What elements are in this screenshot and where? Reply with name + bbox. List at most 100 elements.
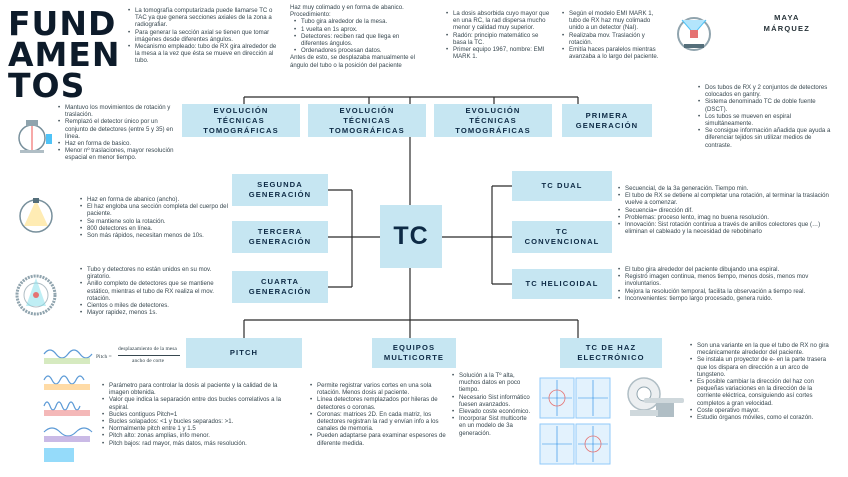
- paragraph: Procedimiento:: [290, 11, 331, 19]
- title-line-2: AMEN: [8, 35, 121, 74]
- bullet: Normalmente pitch entre 1 y 1.5: [102, 425, 292, 432]
- center-label: TC: [393, 222, 429, 250]
- bullet: Es posible cambiar la dirección del haz …: [690, 378, 834, 407]
- bullet: Tubo gira alrededor de la mesa.: [294, 18, 426, 25]
- bullet: El tubo de RX se detiene al completar un…: [618, 192, 830, 206]
- bullet: Mayor rapidez, menos 1s.: [80, 309, 228, 316]
- text-haz-electronico: Son una variante en la que el tubo de RX…: [690, 342, 834, 421]
- node-label: EQUIPOS: [392, 343, 436, 352]
- text-tc-convencional: Secuencial, de la 3a generación. Tiempo …: [618, 185, 830, 235]
- bullet: Mejora la resolución temporal, facilita …: [618, 288, 832, 295]
- bullet: 1 vuelta en 1s aprox.: [294, 26, 426, 33]
- bullet: Parámetro para controlar la dosis al pac…: [102, 382, 292, 396]
- bullet: Estudio órganos móviles, como el corazón…: [690, 414, 834, 421]
- scanner-illustration: [18, 120, 52, 153]
- bullet: Coronas: matrices 2D. En cada matriz, lo…: [310, 411, 446, 433]
- node-label: PITCH: [229, 348, 259, 357]
- bullet: Remplazó el detector único por un conjun…: [58, 118, 174, 140]
- node-label: CUARTA: [260, 277, 300, 286]
- node-tc-helicoidal: TC HELICOIDAL: [512, 269, 612, 299]
- pitch-formula: Pitch = desplazamiento de la mesa ancho …: [96, 344, 182, 370]
- text-primera-generacion: Según el modelo EMI MARK 1, tubo de RX h…: [562, 10, 664, 60]
- bullet: Se instala un proyector de e- en la part…: [690, 356, 834, 378]
- node-tc-convencional: TC CONVENCIONAL: [512, 221, 612, 253]
- bullet: Registró imagen continua, menos tiempo, …: [618, 273, 832, 287]
- bullet: Tubo y detectores no están unidos en su …: [80, 266, 228, 280]
- bullet: Se consigue información añadida que ayud…: [698, 127, 834, 149]
- node-label: EVOLUCIÓN: [339, 105, 395, 115]
- bullet: Detectores: reciben rad que llega en dif…: [294, 33, 426, 47]
- bullet: Menor nº traslaciones, mayor resolución …: [58, 147, 174, 161]
- bullet: Elevado coste económico.: [452, 408, 532, 415]
- node-primera-generacion: PRIMERA GENERACIÓN: [562, 104, 652, 137]
- node-cuarta-generacion: CUARTA GENERACIÓN: [232, 271, 328, 303]
- node-label: TOMOGRÁFICAS: [203, 125, 279, 135]
- bullet: Coste operativo mayor.: [690, 407, 834, 414]
- title-line-3: TOS: [8, 66, 86, 105]
- node-equipos-multicorte: EQUIPOS MULTICORTE: [372, 338, 456, 368]
- text-evolucion-1: La tomografía computarizada puede llamar…: [128, 7, 280, 65]
- node-label: SEGUNDA: [257, 180, 303, 189]
- node-label: TÉCNICAS: [343, 115, 391, 125]
- bullet: Son una variante en la que el tubo de RX…: [690, 342, 834, 356]
- node-evolucion-1: EVOLUCIÓN TÉCNICAS TOMOGRÁFICAS: [182, 104, 300, 137]
- bullet: Solución a la Tº alta, muchos datos en p…: [452, 372, 532, 394]
- bullet: Se mantiene solo la rotación.: [80, 218, 230, 225]
- text-tercera-generacion: Haz en forma de abanico (ancho). El haz …: [80, 196, 230, 239]
- bullet: Secuencial, de la 3a generación. Tiempo …: [618, 185, 830, 192]
- detector-ring-icon: [19, 198, 53, 233]
- bullet: La dosis absorbida cuyo mayor que en una…: [446, 10, 552, 32]
- bullet: Valor que indica la separación entre dos…: [102, 396, 292, 410]
- text-multicorte-left: Permite registrar varios cortes en una s…: [310, 382, 446, 447]
- text-pitch: Parámetro para controlar la dosis al pac…: [102, 382, 292, 447]
- author-first: MAYA: [774, 13, 800, 22]
- bullet: Los tubos se mueven en espiral simultáne…: [698, 113, 834, 127]
- node-label: TC DE HAZ: [585, 343, 637, 352]
- bullet: Primer equipo 1967, nombre: EMI MARK 1.: [446, 46, 552, 60]
- bullet: Ordenadores procesan datos.: [294, 47, 426, 54]
- bullet: Son más rápidos, necesitan menos de 10s.: [80, 232, 230, 239]
- text-multicorte-right: Solución a la Tº alta, muchos datos en p…: [452, 372, 532, 437]
- formula-divider: [118, 355, 180, 356]
- text-tc-helicoidal: El tubo gira alrededor del paciente dibu…: [618, 266, 832, 302]
- node-label: CONVENCIONAL: [524, 237, 600, 246]
- bullet: Permite registrar varios cortes en una s…: [310, 382, 446, 396]
- bullet: Bucles solapados: <1 y bucles separados:…: [102, 418, 292, 425]
- gantry-diagram-icon: [677, 17, 711, 51]
- bullet: Anillo completo de detectores que se man…: [80, 280, 228, 302]
- paragraph: Antes de esto, se desplazaba manualmente…: [290, 54, 416, 69]
- bullet: Incorporar Sist multicorte en un modelo …: [452, 415, 532, 437]
- bullet: Secuencia= dirección dif.: [618, 207, 830, 214]
- bullet: El tubo gira alrededor del paciente dibu…: [618, 266, 832, 273]
- node-pitch: PITCH: [186, 338, 302, 368]
- node-label: GENERACIÓN: [575, 120, 639, 130]
- formula-denominator: ancho de corte: [132, 358, 165, 364]
- center-node-tc: TC: [380, 205, 442, 268]
- bullet: Pitch bajos: rad mayor, más datos, más r…: [102, 440, 292, 447]
- bullet: Emitía haces paralelos mientras avanzaba…: [562, 46, 664, 60]
- node-evolucion-2: EVOLUCIÓN TÉCNICAS TOMOGRÁFICAS: [308, 104, 426, 137]
- ct-scanner-machine-icon: [627, 377, 684, 417]
- bullet: Inconvenientes: tiempo largo procesado, …: [618, 295, 832, 302]
- node-label: TERCERA: [257, 227, 303, 236]
- bullet: La tomografía computarizada puede llamar…: [128, 7, 280, 29]
- text-evolucion-2: Haz muy colimado y en forma de abanico. …: [290, 4, 426, 69]
- text-cuarta-generacion: Tubo y detectores no están unidos en su …: [80, 266, 228, 317]
- node-label: PRIMERA: [585, 110, 629, 120]
- author-last: MÁRQUEZ: [763, 24, 810, 33]
- node-label: TC HELICOIDAL: [525, 279, 599, 288]
- bullet: Para generar la sección axial se tienen …: [128, 29, 280, 43]
- node-label: TÉCNICAS: [217, 115, 265, 125]
- node-label: TOMOGRÁFICAS: [329, 125, 405, 135]
- formula-lhs: Pitch =: [96, 354, 112, 360]
- bullet: Haz en forma de abanico (ancho).: [80, 196, 230, 203]
- bullet: Mecanismo empleado: tubo de RX gira alre…: [128, 43, 280, 65]
- node-label: TOMOGRÁFICAS: [455, 125, 531, 135]
- node-label: TC DUAL: [541, 181, 583, 190]
- node-segunda-generacion: SEGUNDA GENERACIÓN: [232, 174, 328, 206]
- bullet: Radón: principio matemático se basa la T…: [446, 32, 552, 46]
- node-tc-dual: TC DUAL: [512, 171, 612, 201]
- node-label: EVOLUCIÓN: [213, 105, 269, 115]
- node-label: GENERACIÓN: [248, 190, 312, 199]
- ct-scan-images-icon: [539, 377, 611, 465]
